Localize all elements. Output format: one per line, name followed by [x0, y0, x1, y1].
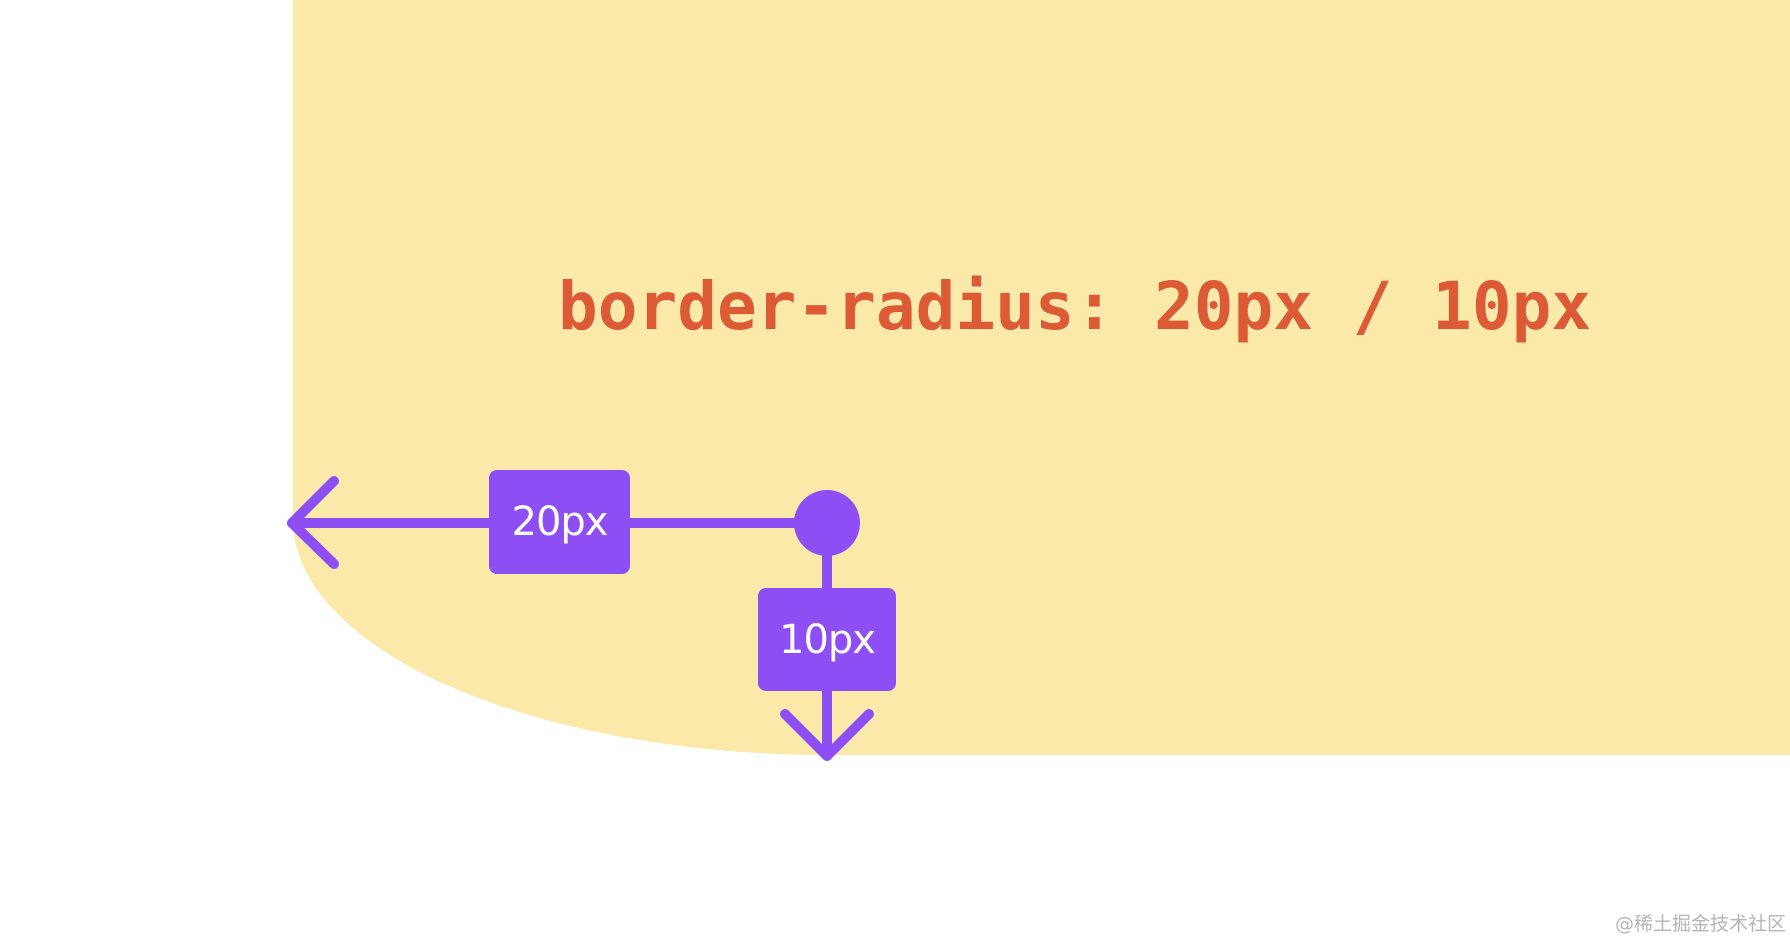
watermark: @稀土掘金技术社区 — [1614, 913, 1786, 935]
arrow-down-icon — [780, 709, 874, 761]
center-dot-icon — [794, 490, 860, 556]
arrow-left-icon — [287, 476, 339, 569]
rounded-corner-shape — [293, 0, 1790, 755]
vertical-radius-label: 10px — [758, 588, 896, 691]
horizontal-radius-label: 20px — [489, 470, 630, 574]
css-declaration-title: border-radius: 20px / 10px — [558, 268, 1592, 345]
